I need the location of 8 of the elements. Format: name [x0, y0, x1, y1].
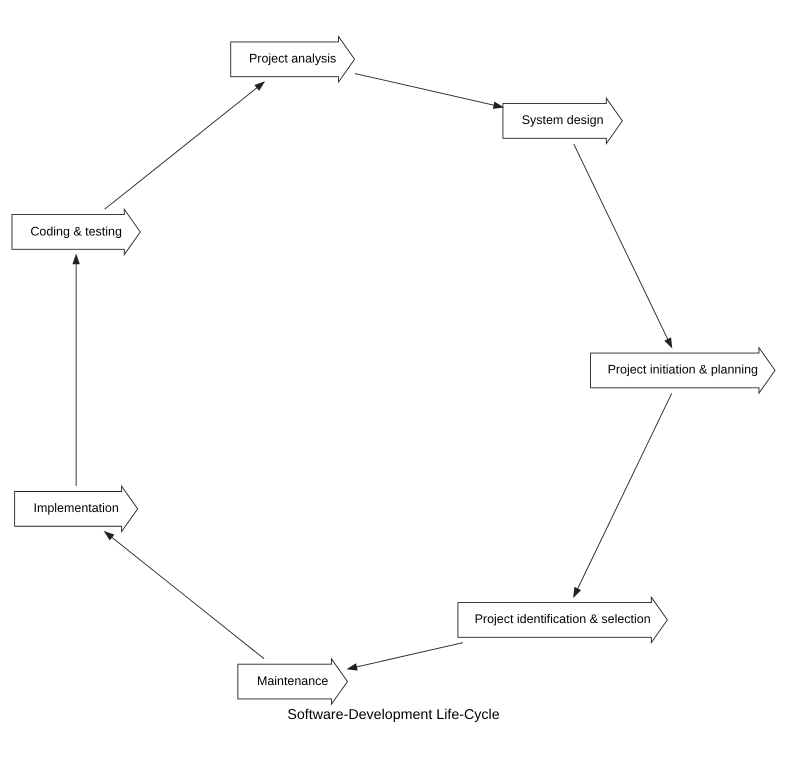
arrow [72, 254, 80, 486]
arrow [346, 642, 464, 671]
arrow [573, 393, 672, 598]
arrow [354, 73, 504, 109]
arrow [573, 144, 672, 349]
arrow [104, 530, 265, 660]
arrow [104, 81, 266, 210]
caption: Software-Development Life-Cycle [287, 707, 500, 724]
